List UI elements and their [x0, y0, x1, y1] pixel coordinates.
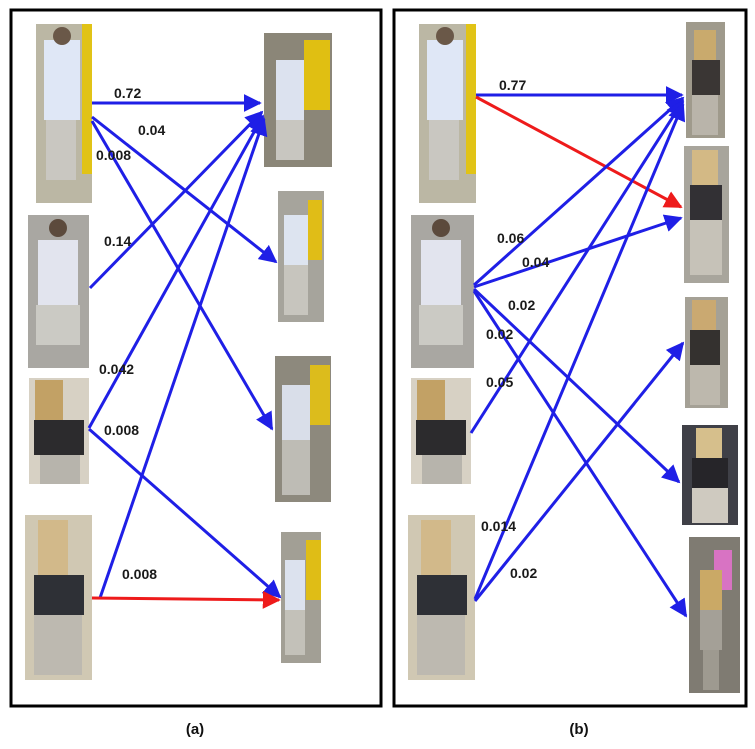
- panel-a-query-3: [29, 378, 89, 484]
- edge-b-q4-g3: [473, 341, 685, 602]
- panel-b-gallery-3: [685, 297, 728, 408]
- weight-label: 0.72: [114, 85, 141, 101]
- weight-label: 0.05: [486, 374, 513, 390]
- edge-b-q2-g4: [472, 287, 681, 484]
- edge-b-q2-g5: [472, 290, 688, 618]
- weight-label: 0.008: [122, 566, 157, 582]
- edge-b-q2-g2: [473, 214, 683, 289]
- edge-b-q3-g1: [469, 99, 685, 434]
- edge-a-q2-g1: [88, 110, 264, 290]
- edge-a-q1-g2: [91, 115, 278, 264]
- panel-b-query-3: [411, 378, 471, 484]
- panel-a-query-2: [28, 215, 89, 368]
- weight-label: 0.04: [138, 122, 165, 138]
- edge-a-q4-g4: [91, 590, 281, 609]
- panel-a-gallery-3: [275, 356, 331, 502]
- weight-label: 0.77: [499, 77, 526, 93]
- panel-b-caption: (b): [569, 721, 588, 738]
- panel-a-gallery-1: [264, 33, 332, 167]
- edge-b-q2-g1: [472, 96, 685, 287]
- panel-b-frame: [392, 8, 748, 708]
- panel-b-gallery-5: [689, 537, 740, 693]
- panel-a-caption: (a): [186, 721, 204, 738]
- weight-label: 0.02: [486, 326, 513, 342]
- weight-label: 0.008: [96, 147, 131, 163]
- panel-a-query-1: [36, 24, 92, 203]
- panel-a-gallery-2: [278, 191, 324, 322]
- edge-a-q4-g1: [98, 117, 268, 599]
- edge-b-q4-g1: [473, 102, 686, 600]
- weight-label: 0.014: [481, 518, 516, 534]
- panel-b-gallery-1: [686, 22, 725, 138]
- panel-b-query-2: [411, 215, 474, 368]
- weight-label: 0.02: [508, 297, 535, 313]
- panel-b-query-1: [419, 24, 476, 203]
- panel-b-gallery-4: [682, 425, 738, 525]
- panel-b-edges: [469, 86, 688, 618]
- panel-a-frame: [9, 8, 383, 708]
- panel-a-edges: [87, 94, 282, 609]
- edge-a-q3-g4: [88, 427, 282, 599]
- weight-label: 0.04: [522, 254, 549, 270]
- panel-b-query-4: [408, 515, 475, 680]
- edge-a-q1-g3: [90, 120, 274, 431]
- weight-label: 0.06: [497, 230, 524, 246]
- weight-label: 0.042: [99, 361, 134, 377]
- panel-a-query-4: [25, 515, 92, 680]
- weight-label: 0.02: [510, 565, 537, 581]
- weight-label: 0.14: [104, 233, 131, 249]
- panel-a-gallery-4: [281, 532, 321, 663]
- panel-b-gallery-2: [684, 146, 729, 283]
- weight-label: 0.008: [104, 422, 139, 438]
- edge-a-q3-g1: [87, 114, 265, 429]
